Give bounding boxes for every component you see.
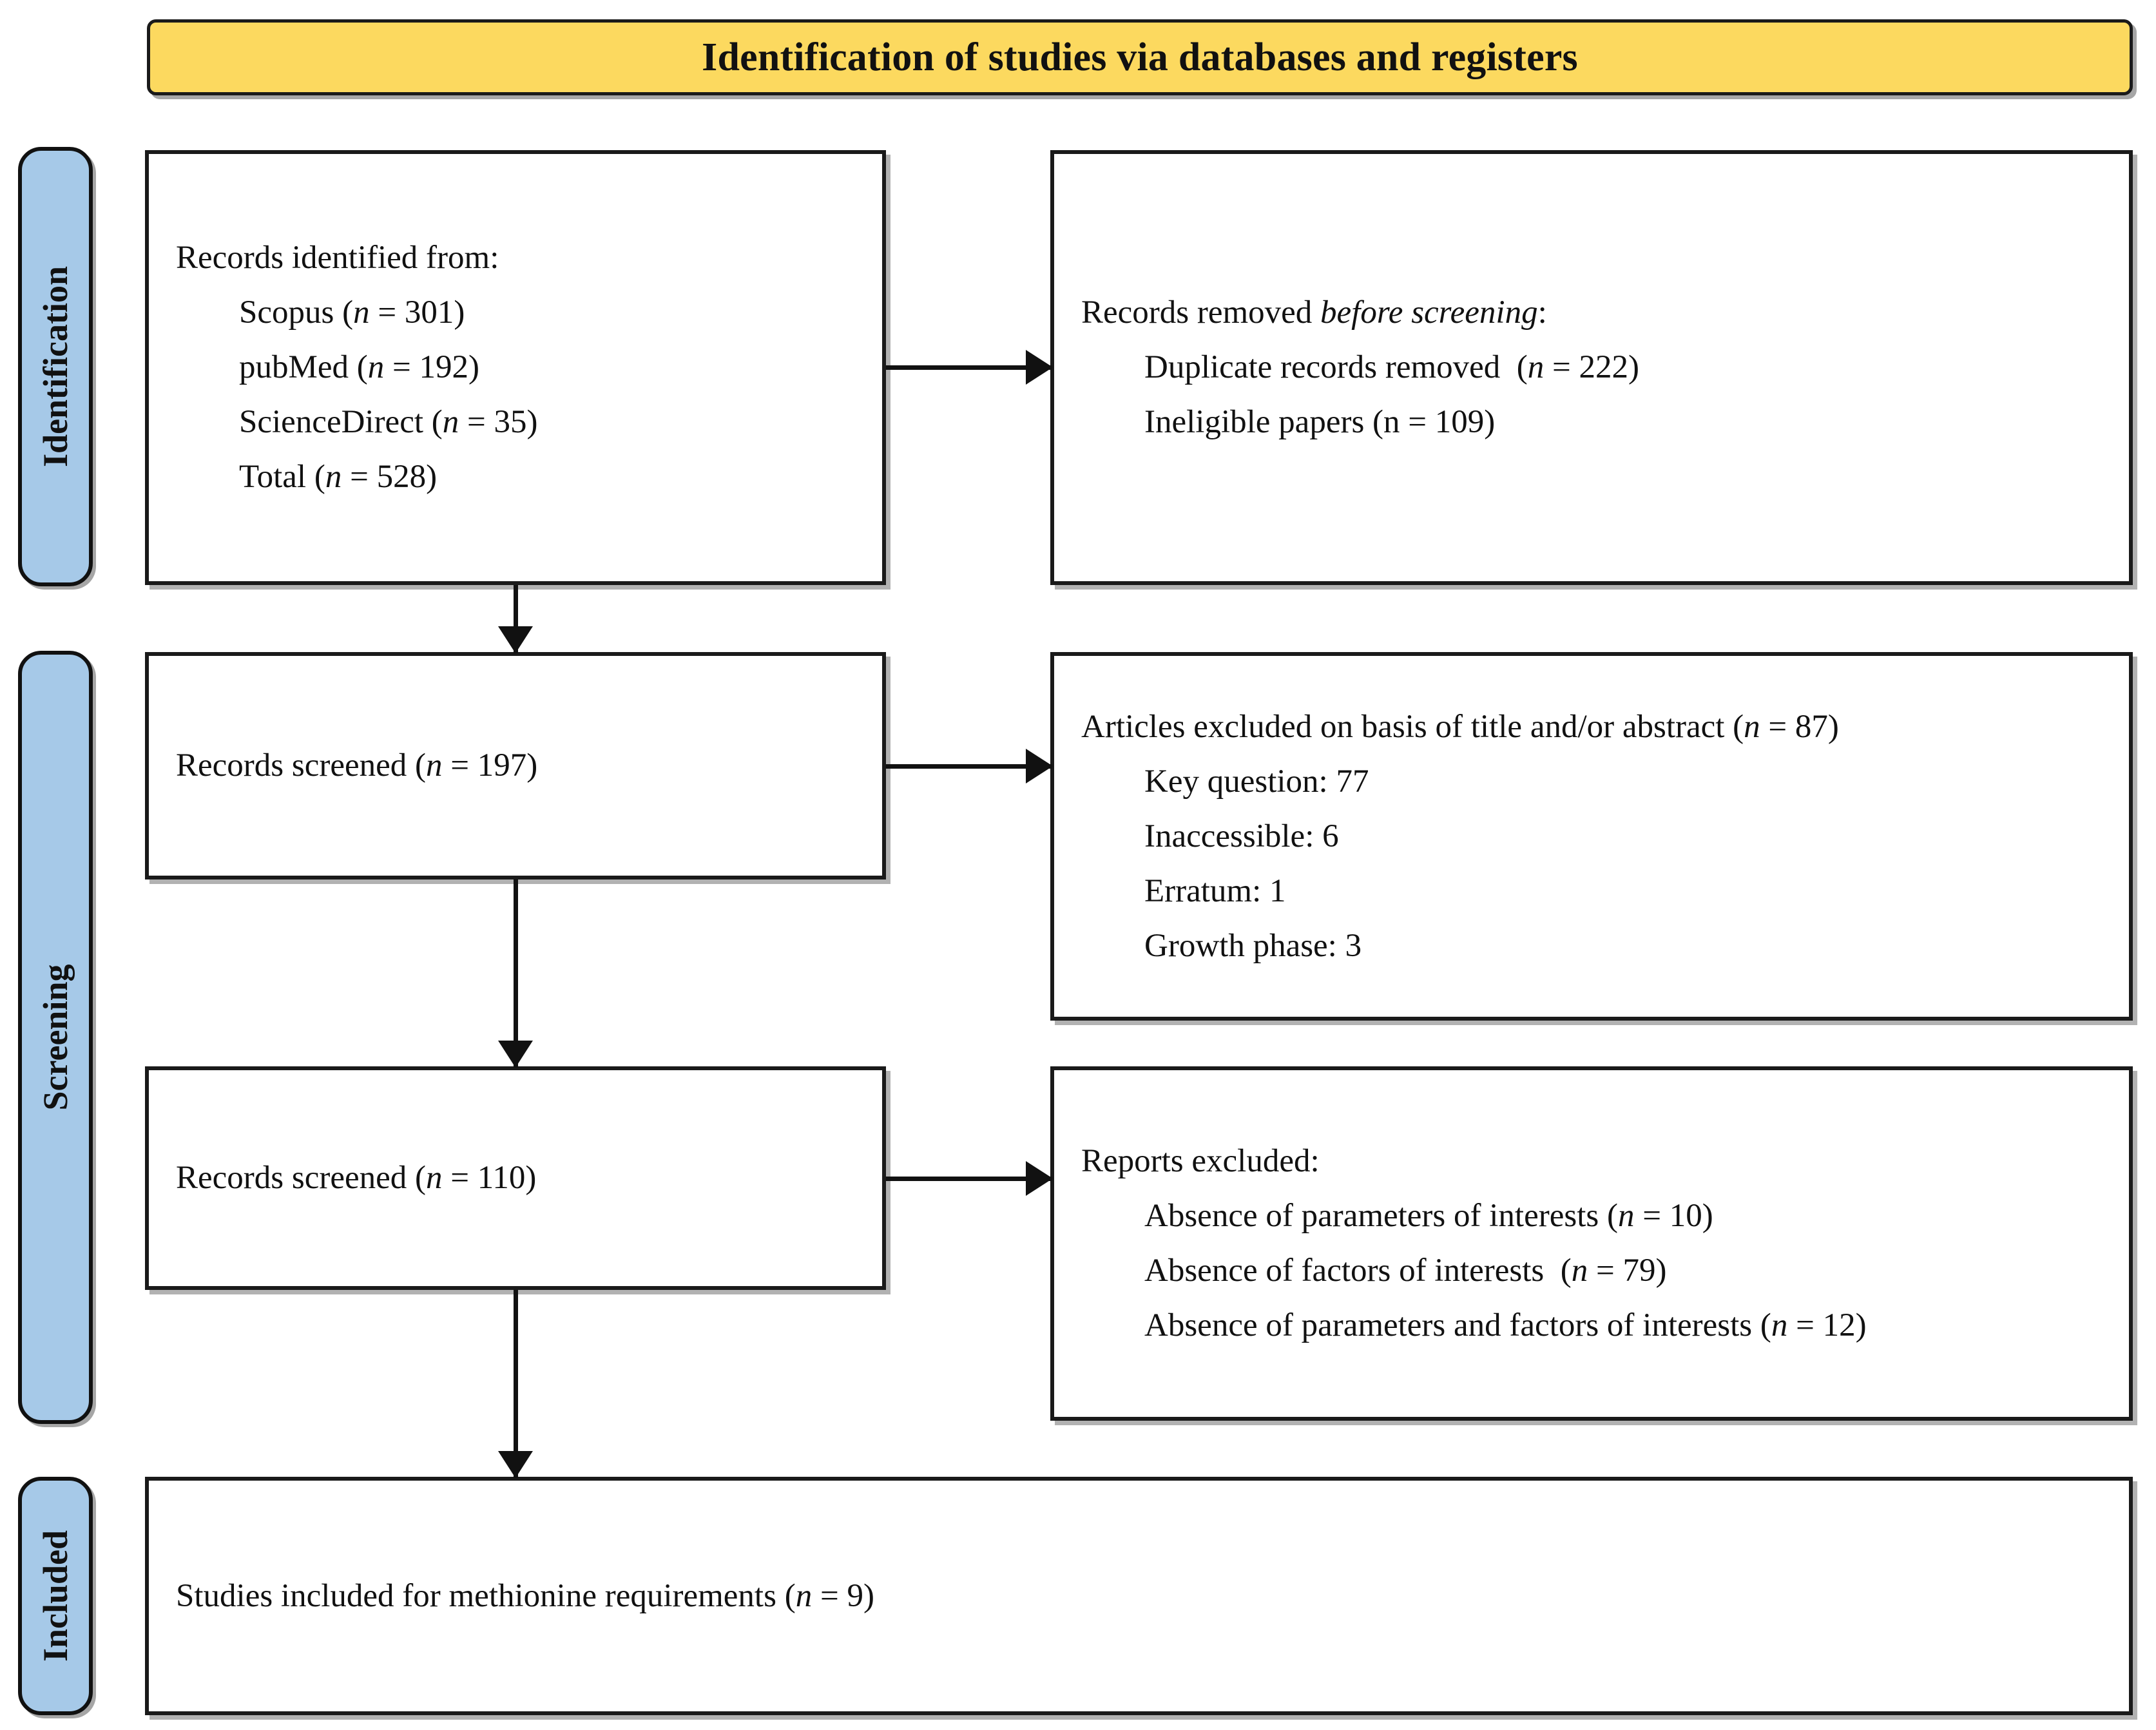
node-records-removed: Records removed before screening: Duplic… [1050, 150, 2133, 585]
connector-screened1-to-excluded1 [886, 764, 1052, 769]
stage-label-included: Included [18, 1477, 93, 1715]
node-reports-excluded: Reports excluded: Absence of parameters … [1050, 1066, 2133, 1421]
stage-label-identification: Identification [18, 147, 93, 586]
connector-screened2-to-included [514, 1290, 518, 1478]
arrowhead-down-icon [498, 1451, 533, 1478]
node-item: Inaccessible: 6 [1144, 818, 1339, 854]
connector-screened1-to-screened2 [514, 879, 518, 1068]
arrowhead-down-icon [498, 1041, 533, 1068]
node-item: Absence of parameters and factors of int… [1144, 1307, 1867, 1343]
node-heading: Reports excluded: [1081, 1143, 1320, 1179]
node-heading: Records identified from: [176, 240, 499, 276]
connector-identified-to-screened1 [514, 585, 518, 653]
connector-screened2-to-excluded2 [886, 1177, 1052, 1181]
node-item: Erratum: 1 [1144, 872, 1286, 909]
node-item: Absence of parameters of interests (n = … [1144, 1198, 1713, 1234]
stage-label-screening: Screening [18, 651, 93, 1424]
node-studies-included: Studies included for methionine requirem… [145, 1477, 2133, 1715]
node-articles-excluded: Articles excluded on basis of title and/… [1050, 652, 2133, 1021]
connector-identified-to-removed [886, 365, 1052, 370]
node-item: Growth phase: 3 [1144, 927, 1362, 964]
node-heading: Studies included for methionine requirem… [176, 1577, 874, 1614]
node-item: Scopus (n = 301) [239, 294, 465, 331]
node-item: Ineligible papers (n = 109) [1144, 404, 1496, 440]
stage-label-identification-text: Identification [36, 265, 75, 468]
arrowhead-right-icon [1026, 749, 1053, 783]
node-item: Total (n = 528) [239, 459, 438, 495]
node-records-identified: Records identified from: Scopus (n = 301… [145, 150, 886, 585]
node-records-screened-1: Records screened (n = 197) [145, 652, 886, 879]
page-title: Identification of studies via databases … [702, 35, 1578, 79]
node-heading: Records removed before screening: [1081, 294, 1547, 331]
arrowhead-right-icon [1026, 350, 1053, 385]
stage-label-included-text: Included [36, 1530, 75, 1662]
node-records-screened-2: Records screened (n = 110) [145, 1066, 886, 1290]
node-heading: Records screened (n = 197) [176, 747, 538, 783]
arrowhead-right-icon [1026, 1161, 1053, 1196]
node-item: ScienceDirect (n = 35) [239, 404, 538, 440]
arrowhead-down-icon [498, 626, 533, 653]
node-item: pubMed (n = 192) [239, 349, 479, 385]
diagram-title-banner: Identification of studies via databases … [147, 19, 2133, 95]
node-item: Absence of factors of interests (n = 79) [1144, 1253, 1667, 1289]
node-heading: Articles excluded on basis of title and/… [1081, 708, 1839, 745]
node-item: Key question: 77 [1144, 763, 1369, 800]
node-heading: Records screened (n = 110) [176, 1160, 537, 1196]
node-item: Duplicate records removed (n = 222) [1144, 349, 1639, 385]
stage-label-screening-text: Screening [36, 964, 75, 1111]
